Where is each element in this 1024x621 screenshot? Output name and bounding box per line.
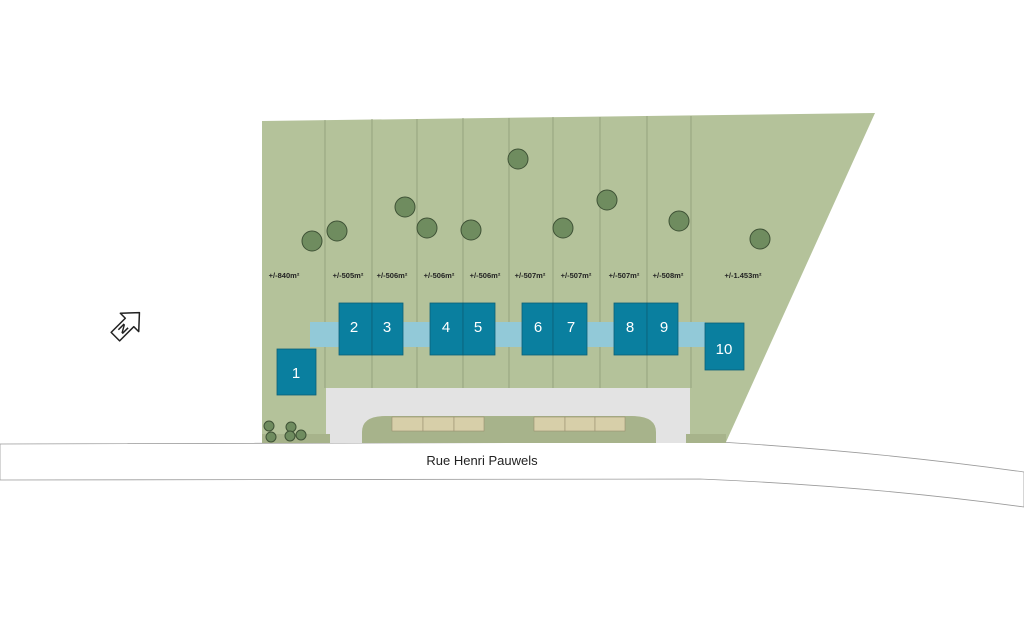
house-numbers: 1 2 3 4 5 6 7 8 9 10 xyxy=(292,319,733,382)
house-number-3: 3 xyxy=(383,319,391,336)
tree-icon xyxy=(301,230,323,252)
house-1 xyxy=(276,348,317,396)
tree-icon xyxy=(749,228,771,250)
house-number-5: 5 xyxy=(474,319,482,336)
terraces xyxy=(310,322,705,347)
tree-icon xyxy=(326,220,348,242)
house-3 xyxy=(371,302,404,356)
house-8 xyxy=(613,302,648,356)
lot-area-labels: +/-840m² +/-505m² +/-506m² +/-506m² +/-5… xyxy=(269,271,762,280)
house-6 xyxy=(521,302,554,356)
lot-area-6: +/-507m² xyxy=(515,271,546,280)
tree-icon xyxy=(394,196,416,218)
lot-area-5: +/-506m² xyxy=(470,271,501,280)
curb-right xyxy=(686,434,726,443)
houses xyxy=(276,302,745,396)
street xyxy=(0,441,1024,508)
lot-area-1: +/-840m² xyxy=(269,271,300,280)
house-number-8: 8 xyxy=(626,319,634,336)
lot-area-10: +/-1.453m² xyxy=(725,271,762,280)
shrub-icon xyxy=(265,431,277,443)
house-number-4: 4 xyxy=(442,319,450,336)
tree-icon xyxy=(460,219,482,241)
house-10 xyxy=(704,322,745,371)
house-number-9: 9 xyxy=(660,319,668,336)
tree-icon xyxy=(507,148,529,170)
house-7 xyxy=(552,302,588,356)
house-number-10: 10 xyxy=(716,341,733,358)
house-2 xyxy=(338,302,373,356)
house-number-6: 6 xyxy=(534,319,542,336)
lot-area-9: +/-508m² xyxy=(653,271,684,280)
tree-icon xyxy=(416,217,438,239)
lot-area-7: +/-507m² xyxy=(561,271,592,280)
house-number-7: 7 xyxy=(567,319,575,336)
house-number-1: 1 xyxy=(292,365,300,382)
house-number-2: 2 xyxy=(350,319,358,336)
shrub-icon xyxy=(295,429,307,441)
tree-icon xyxy=(552,217,574,239)
tree-icon xyxy=(596,189,618,211)
lot-area-2: +/-505m² xyxy=(333,271,364,280)
shrub-icon xyxy=(263,420,275,432)
house-9 xyxy=(646,302,679,356)
house-5 xyxy=(462,302,496,356)
trees xyxy=(263,148,771,443)
north-arrow-icon: N xyxy=(110,311,141,342)
lot-area-8: +/-507m² xyxy=(609,271,640,280)
shrub-icon xyxy=(285,421,297,433)
shrub-icon xyxy=(284,430,296,442)
curb-left xyxy=(262,434,330,443)
lot-area-3: +/-506m² xyxy=(377,271,408,280)
lot-area-4: +/-506m² xyxy=(424,271,455,280)
street-name: Rue Henri Pauwels xyxy=(426,453,538,468)
tree-icon xyxy=(668,210,690,232)
house-4 xyxy=(429,302,464,356)
parking-bays xyxy=(391,416,626,432)
